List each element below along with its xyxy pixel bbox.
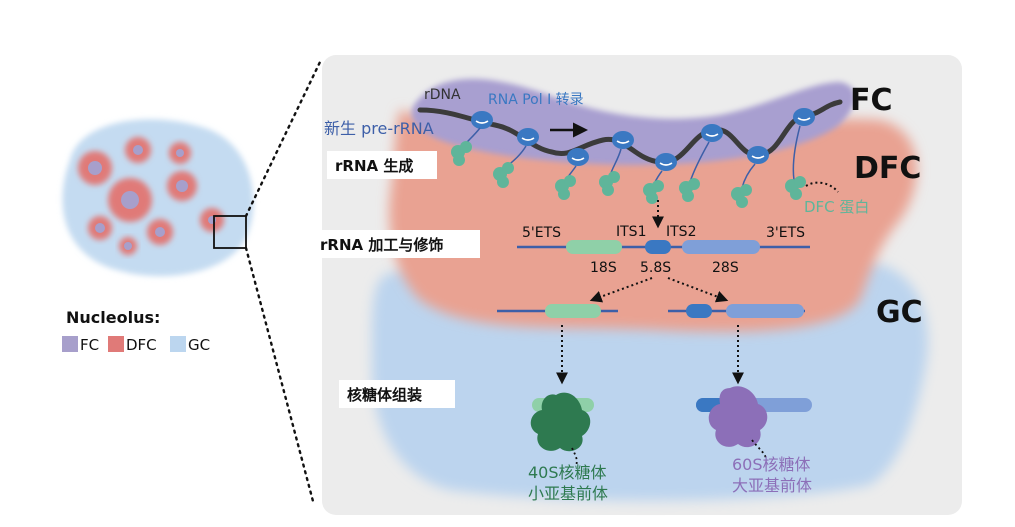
ets5-label: 5'ETS <box>522 225 561 241</box>
zoom-box <box>213 215 247 249</box>
legend: Nucleolus: FC DFC GC <box>62 308 210 354</box>
step-assembly-label: 核糖体组装 <box>347 386 423 404</box>
gc-blob <box>62 119 254 277</box>
40s-label-line2: 小亚基前体 <box>528 484 608 503</box>
40s-precursor: 40S核糖体 小亚基前体 <box>528 392 608 503</box>
segment-5-8s <box>645 240 671 254</box>
pre-rrna-transcript: 5'ETS ITS1 ITS2 3'ETS 18S 5.8S 28S <box>517 224 810 276</box>
ets3-label: 3'ETS <box>766 225 805 241</box>
step-processing-box <box>312 230 480 258</box>
its1-label: ITS1 <box>616 224 646 240</box>
pol-i-unit <box>679 124 723 202</box>
fc-label: FC <box>850 83 893 118</box>
pol-i-unit <box>451 111 493 166</box>
step-generation-box <box>327 151 437 179</box>
dfc-protein-label: DFC 蛋白 <box>804 198 869 216</box>
zoom-line-top <box>244 60 322 218</box>
its2-label: ITS2 <box>666 224 696 240</box>
rdna-label: rDNA <box>424 87 461 103</box>
dfc-label: DFC <box>854 151 921 186</box>
dfc-protein-pointer <box>805 181 839 193</box>
40s-pointer <box>571 447 578 467</box>
step-assembly-box <box>339 380 455 408</box>
60s-label-line1: 60S核糖体 <box>732 455 811 474</box>
small-subunit-intermediate <box>497 304 618 318</box>
nascent-pre-rrna-label: 新生 pre-rRNA <box>324 119 434 138</box>
5-8s-label: 5.8S <box>640 260 671 276</box>
arrow-to-small-intermediate <box>589 277 653 303</box>
40s-label-line1: 40S核糖体 <box>528 463 607 482</box>
legend-fc-swatch <box>62 336 78 352</box>
legend-gc-swatch <box>170 336 186 352</box>
18s-label: 18S <box>590 260 617 276</box>
pol-i-unit <box>643 153 677 204</box>
nucleolus-overview <box>62 60 322 507</box>
dfc-fc-clusters <box>78 137 224 255</box>
pol-i-unit <box>731 146 769 208</box>
pol-i-unit <box>599 131 634 196</box>
pol-i-unit <box>785 108 815 200</box>
segment-28s <box>682 240 760 254</box>
legend-fc-label: FC <box>80 336 99 354</box>
60s-label-line2: 大亚基前体 <box>732 476 812 495</box>
pol-i-unit <box>555 148 589 200</box>
arrow-to-large-intermediate <box>667 277 729 303</box>
legend-dfc-label: DFC <box>126 336 157 354</box>
pol-i-unit <box>493 128 539 188</box>
60s-precursor: 60S核糖体 大亚基前体 <box>696 386 812 495</box>
transcription-units <box>451 108 815 208</box>
segment-18s <box>566 240 622 254</box>
legend-dfc-swatch <box>108 336 124 352</box>
legend-gc-label: GC <box>188 336 210 354</box>
zoom-panel: FC DFC GC <box>312 55 962 515</box>
zoom-line-bottom <box>244 246 316 507</box>
pol-i-label: RNA Pol I 转录 <box>488 92 584 108</box>
gc-label: GC <box>876 295 923 330</box>
step-processing-label: rRNA 加工与修饰 <box>320 236 443 254</box>
step-generation-label: rRNA 生成 <box>335 157 413 175</box>
28s-label: 28S <box>712 260 739 276</box>
legend-title: Nucleolus: <box>66 308 160 327</box>
60s-pointer <box>751 439 767 459</box>
large-subunit-intermediate <box>668 304 805 318</box>
